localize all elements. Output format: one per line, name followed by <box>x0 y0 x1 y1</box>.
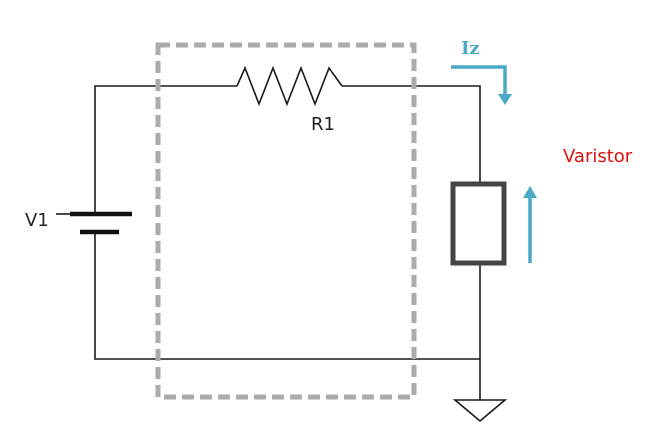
dashed-enclosure-box <box>155 42 417 400</box>
wire-top-right <box>342 85 481 184</box>
ground-icon <box>452 399 508 423</box>
iz-label: Iz <box>461 38 480 59</box>
varistor-arrow-head <box>523 186 537 198</box>
iz-arrow-head <box>498 94 512 105</box>
iz-arrow-shaft <box>451 65 507 95</box>
varistor-icon <box>450 181 507 266</box>
circuit-wires <box>56 85 481 400</box>
wire-left-top <box>94 85 237 214</box>
resistor-icon <box>236 65 343 107</box>
varistor-label: Varistor <box>563 146 633 167</box>
iz-current-arrow <box>451 65 512 105</box>
varistor-current-arrow <box>523 186 537 263</box>
battery-icon <box>70 211 132 235</box>
r1-label: R1 <box>311 114 335 135</box>
v1-label: V1 <box>25 210 49 231</box>
wire-bottom <box>94 232 480 360</box>
